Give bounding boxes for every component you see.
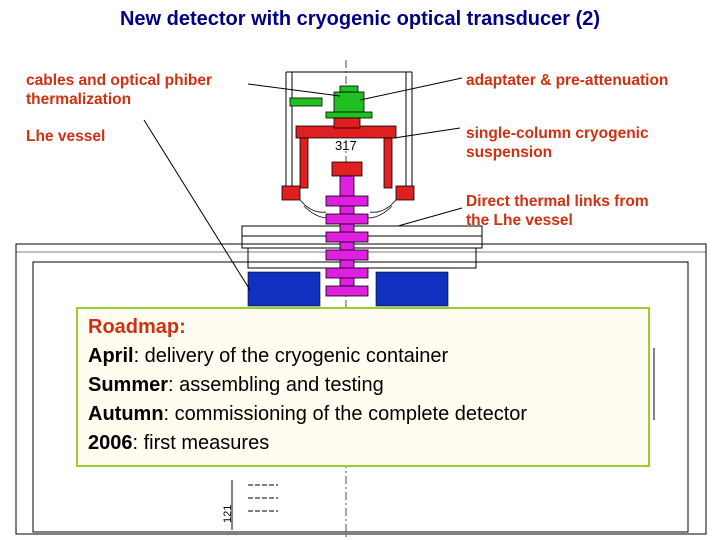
roadmap-item: 2006: first measures xyxy=(88,429,638,458)
outer-container xyxy=(15,243,707,535)
roadmap-item-key: April xyxy=(88,345,134,367)
roadmap-item-key: 2006 xyxy=(88,432,133,454)
magenta-stack xyxy=(325,175,369,297)
label-thermal-links: Direct thermal links from the Lhe vessel xyxy=(466,192,649,230)
roadmap-item-text: : first measures xyxy=(132,432,270,454)
roadmap-item-key: Autumn xyxy=(88,403,164,425)
dimension-label: 317 xyxy=(335,138,357,153)
roadmap-heading: Roadmap: xyxy=(88,316,186,338)
roadmap-box: Roadmap: April: delivery of the cryogeni… xyxy=(76,307,650,467)
roadmap-item-key: Summer xyxy=(88,374,169,396)
label-thermal-links-line1: Direct thermal links from xyxy=(466,193,649,210)
roadmap-item-text: : assembling and testing xyxy=(168,374,384,396)
roadmap-item: April: delivery of the cryogenic contain… xyxy=(88,342,638,371)
label-suspension-line1: single-column cryogenic xyxy=(466,125,649,142)
label-cables-line1: cables and optical phiber xyxy=(26,72,213,89)
label-adaptater: adaptater & pre-attenuation xyxy=(466,72,669,89)
page-title: New detector with cryogenic optical tran… xyxy=(119,8,601,30)
lhe-vessel-part xyxy=(247,271,449,307)
label-suspension: single-column cryogenic suspension xyxy=(466,124,649,162)
side-mark-label: 121 xyxy=(222,505,234,523)
roadmap-item: Autumn: commissioning of the complete de… xyxy=(88,400,638,429)
label-thermal-links-line2: the Lhe vessel xyxy=(466,212,573,229)
label-cables-line2: thermalization xyxy=(26,91,132,108)
roadmap-item-text: : delivery of the cryogenic container xyxy=(133,345,449,367)
roadmap-item: Summer: assembling and testing xyxy=(88,371,638,400)
suspension-part xyxy=(281,117,415,201)
leader-lines xyxy=(143,77,463,291)
roadmap-item-text: : commissioning of the complete detector xyxy=(163,403,528,425)
label-suspension-line2: suspension xyxy=(466,144,553,161)
label-cables: cables and optical phiber thermalization xyxy=(26,71,212,109)
label-lhe-vessel: Lhe vessel xyxy=(26,128,106,145)
